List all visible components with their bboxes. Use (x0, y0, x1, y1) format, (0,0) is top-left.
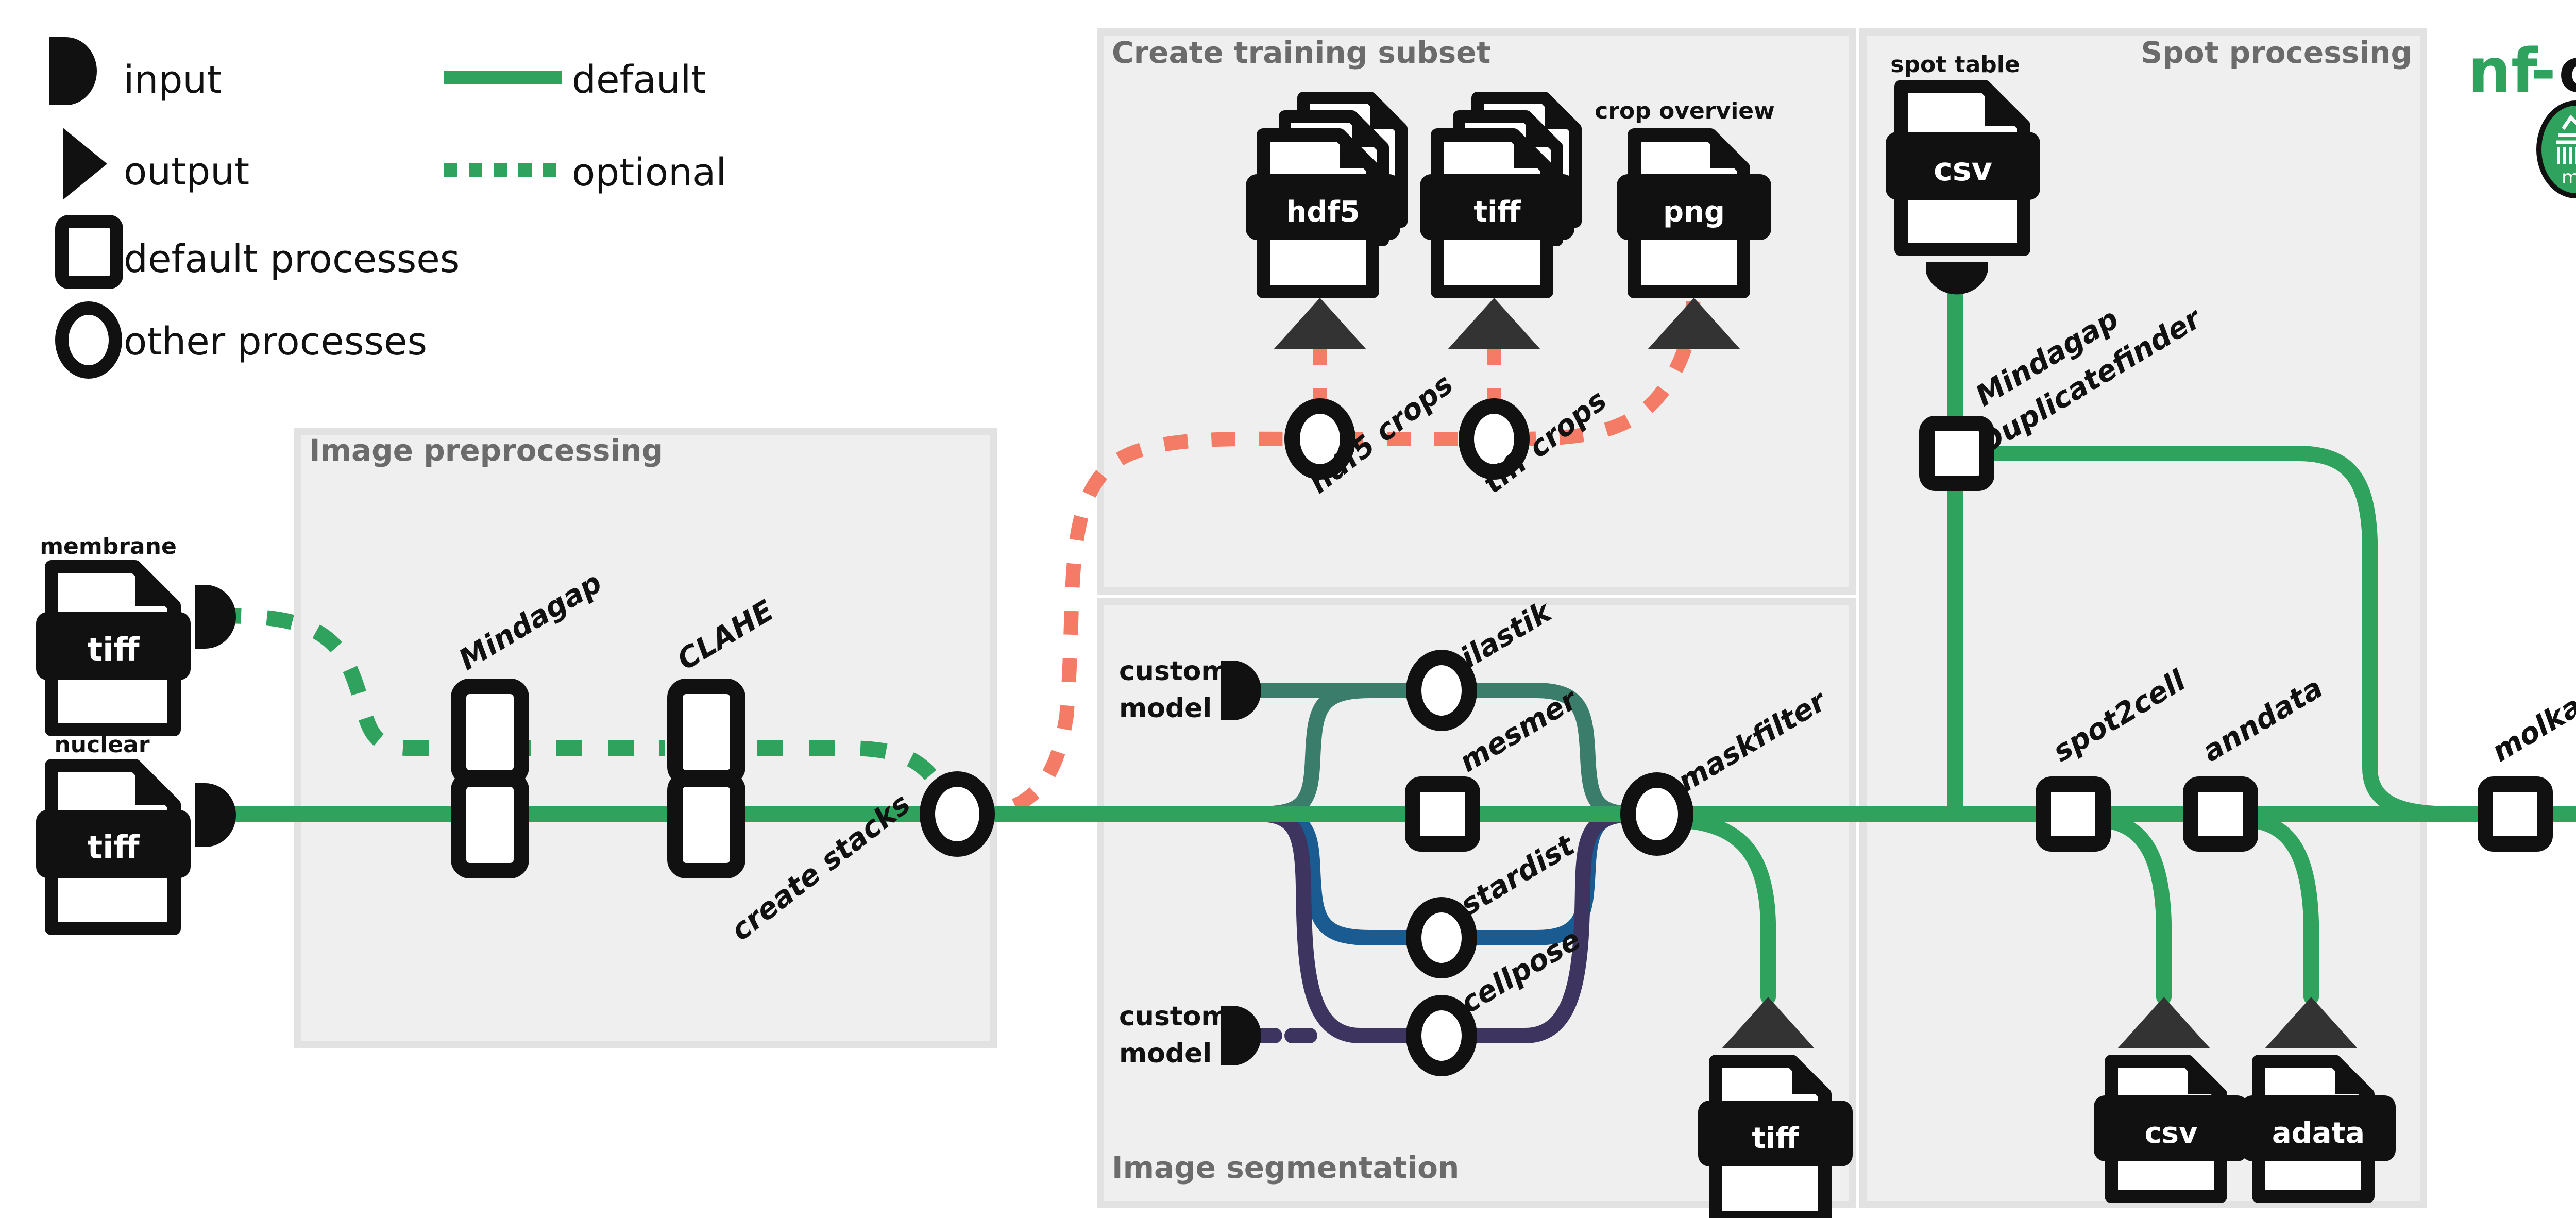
output-ext-quantification: csv (2144, 1116, 2197, 1150)
input-ext-spot-table: csv (1934, 150, 1992, 188)
mk-badge-icon: mk (2536, 100, 2576, 198)
output-arrow-tiff-crops (1448, 298, 1540, 349)
brand-prefix-core: core/ (2558, 35, 2576, 106)
legend: input output default processes other pro… (49, 37, 726, 379)
input-file-membrane: membrane tiff (36, 533, 236, 736)
edge-group-segmentation (1249, 683, 1646, 1043)
output-arrow-masks (1722, 997, 1815, 1048)
input-connector-membrane (195, 585, 236, 649)
legend-label-input: input (124, 58, 222, 102)
input-file-nuclear: nuclear tiff (36, 732, 236, 935)
input-custom-model-ilastik: custom model (1119, 656, 1261, 724)
input-caption-spot-table: spot table (1890, 52, 2020, 78)
panel-image-preprocessing: Image preprocessing (294, 428, 997, 1048)
legend-label-default-processes: default processes (124, 237, 460, 281)
edge-to-cellpose (1249, 806, 1430, 1043)
input-file-spot-table: spot table csv (1886, 52, 2040, 295)
panel-title-spot-processing: Spot processing (2141, 35, 2412, 70)
mk-badge-text: mk (2562, 167, 2576, 188)
edge-anndata-to-anndataobject (2243, 813, 2319, 1005)
edge-group-membrane-optional (215, 608, 953, 802)
legend-icon-input (49, 37, 97, 105)
legend-icon-other-processes (55, 301, 122, 379)
output-ext-masks: tiff (1752, 1122, 1799, 1155)
output-arrow-png (1648, 298, 1740, 349)
output-arrow-anndata-object (2265, 997, 2358, 1048)
output-caption-crop-overview: crop overview (1595, 98, 1775, 124)
input-caption-nuclear: nuclear (54, 732, 149, 758)
edge-createstacks-to-hdf5crops (968, 431, 1301, 821)
custom-model-ilastik-line2: model (1119, 693, 1212, 724)
input-connector-custom-model-cellpose (1221, 1006, 1261, 1065)
input-ext-membrane: tiff (87, 631, 140, 668)
input-custom-model-cellpose: custom model (1119, 1001, 1261, 1069)
edge-membrane-to-mindagap (215, 608, 464, 756)
brand-prefix-nf: nf (2468, 35, 2538, 106)
output-ext-anndata-object: adata (2272, 1116, 2365, 1150)
legend-label-other-processes: other processes (124, 319, 427, 364)
process-node-tiff-crops[interactable]: tiff crops (1459, 383, 1613, 500)
output-file-hdf5-crops: hdf5 (1246, 92, 1408, 298)
panel-title-create-training-subset: Create training subset (1112, 35, 1490, 70)
output-file-crop-overview: crop overview png (1595, 98, 1775, 298)
input-connector-custom-model-ilastik (1221, 661, 1261, 720)
brand-prefix-dash: - (2531, 35, 2556, 106)
input-connector-nuclear (195, 783, 236, 847)
output-arrow-quantification (2117, 997, 2210, 1048)
input-ext-nuclear: tiff (87, 828, 140, 866)
legend-label-output: output (124, 149, 249, 194)
edge-duplicatefinder-to-molkartqc (1978, 446, 2460, 822)
brand-logo: nf - core/ mk (2468, 35, 2576, 198)
custom-model-cellpose-line2: model (1119, 1038, 1212, 1069)
input-caption-membrane: membrane (40, 533, 177, 560)
output-arrow-group-crops (1274, 298, 1740, 349)
input-connector-spot-table (1926, 262, 1988, 295)
output-file-quantification: csv (2094, 997, 2248, 1203)
custom-model-ilastik-line1: custom (1119, 656, 1229, 687)
process-label-molkartqc: molkartqc (2486, 655, 2576, 769)
panel-title-image-segmentation: Image segmentation (1112, 1150, 1459, 1185)
output-ext-hdf5: hdf5 (1286, 195, 1360, 229)
legend-icon-default-processes (55, 215, 123, 289)
output-ext-tiff-crops: tiff (1473, 195, 1521, 229)
output-ext-png: png (1663, 195, 1725, 229)
legend-label-default-edge: default (572, 58, 706, 102)
legend-label-optional-edge: optional (572, 150, 726, 195)
output-file-tiff-crops: tiff (1420, 92, 1582, 298)
output-arrow-hdf5 (1274, 298, 1366, 349)
panel-title-image-preprocessing: Image preprocessing (309, 433, 663, 468)
legend-icon-output (63, 128, 107, 200)
custom-model-cellpose-line1: custom (1119, 1001, 1229, 1032)
edge-maskfilter-to-masks (1673, 813, 1776, 1005)
output-file-masks: tiff (1698, 997, 1853, 1218)
output-file-anndata-object: adata (2241, 997, 2396, 1203)
edge-spot2cell-to-quantification (2095, 813, 2172, 1005)
